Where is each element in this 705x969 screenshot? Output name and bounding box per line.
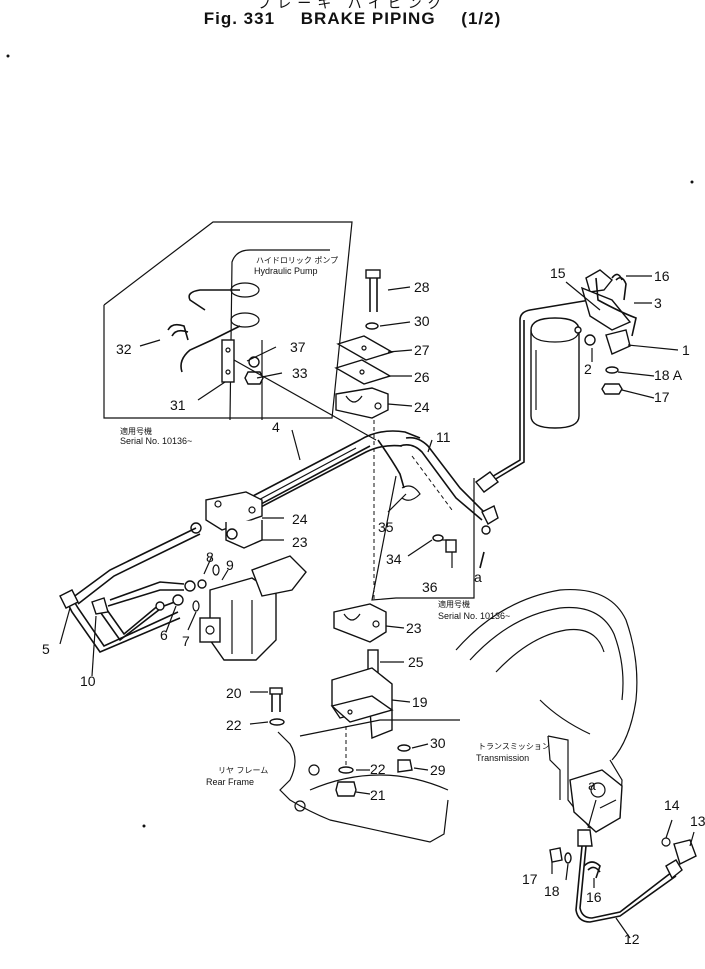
- accumulator-assembly: [489, 269, 679, 481]
- callout-27: 27: [414, 342, 430, 358]
- transmission-label: Transmission: [476, 753, 529, 763]
- figure-sheet: (1/2): [461, 9, 502, 28]
- callout-16-upper: 16: [654, 268, 670, 284]
- callout-16-lower: 16: [586, 889, 602, 905]
- callout-36: 36: [422, 579, 438, 595]
- callout-6: 6: [160, 627, 168, 643]
- applicable-serial-label-1: Serial No. 10136~: [120, 436, 192, 446]
- figure-name: BRAKE PIPING: [300, 9, 436, 28]
- clamp-stack-upper: [190, 269, 413, 600]
- callout-18-lower: 18: [544, 883, 560, 899]
- callout-3: 3: [654, 295, 662, 311]
- stray-mark: [690, 180, 694, 184]
- callout-numbers: 1 2 3 4 5 6 7 8 9 10 11 12 13 14 15 16 1…: [42, 265, 705, 947]
- callout-23-upper: 23: [292, 534, 308, 550]
- callout-13: 13: [690, 813, 705, 829]
- applicable-serial-label-jp-1: 適用号機: [120, 426, 152, 436]
- callout-21: 21: [370, 787, 386, 803]
- callout-2: 2: [584, 361, 592, 377]
- callout-17-lower: 17: [522, 871, 538, 887]
- hydraulic-pump-label-jp: ハイドロリック ポンプ: [256, 256, 338, 265]
- callout-37: 37: [290, 339, 306, 355]
- figure-title: Fig. 331 BRAKE PIPING (1/2): [0, 9, 705, 29]
- callout-5: 5: [42, 641, 50, 657]
- callout-9: 9: [226, 557, 234, 573]
- callout-14: 14: [664, 797, 680, 813]
- callout-25: 25: [408, 654, 424, 670]
- hydraulic-pump-inset: ハイドロリック ポンプ Hydraulic Pump 適用号機 Serial N…: [103, 221, 377, 446]
- callout-22-right: 22: [370, 761, 386, 777]
- callout-29: 29: [430, 762, 446, 778]
- callout-17-upper: 17: [654, 389, 670, 405]
- callout-30-upper: 30: [414, 313, 430, 329]
- callout-33: 33: [292, 365, 308, 381]
- applicable-serial-label-2: Serial No. 10136~: [438, 611, 510, 621]
- callout-10: 10: [80, 673, 96, 689]
- connector-a-upper-arrow: [479, 551, 485, 569]
- callout-35: 35: [378, 519, 394, 535]
- applicable-serial-label-jp-2: 適用号機: [438, 599, 470, 609]
- callout-4: 4: [272, 419, 280, 435]
- callout-26: 26: [414, 369, 430, 385]
- stray-mark: [142, 824, 146, 828]
- callout-18a: 18 A: [654, 367, 683, 383]
- callout-19: 19: [412, 694, 428, 710]
- rear-frame-label: Rear Frame: [206, 777, 254, 787]
- callout-34: 34: [386, 551, 402, 567]
- hydraulic-pump-label: Hydraulic Pump: [254, 266, 318, 276]
- transmission-brake-pipe: [549, 799, 697, 939]
- transmission-housing: トランスミッション Transmission: [455, 588, 638, 833]
- callout-12: 12: [624, 931, 640, 947]
- connector-a-lower: a: [588, 777, 596, 793]
- brake-pipes: [229, 429, 500, 535]
- callout-30-lower: 30: [430, 735, 446, 751]
- callout-32: 32: [116, 341, 132, 357]
- callout-1: 1: [682, 342, 690, 358]
- callout-24-lower: 24: [292, 511, 308, 527]
- callout-28: 28: [414, 279, 430, 295]
- callout-23-lower: 23: [406, 620, 422, 636]
- callout-11: 11: [436, 429, 451, 445]
- callout-24-upper: 24: [414, 399, 430, 415]
- connector-a-upper: a: [474, 569, 482, 585]
- transmission-label-jp: トランスミッション: [478, 742, 550, 751]
- brake-valve-assembly: [59, 527, 307, 677]
- rear-frame-label-jp: リヤ フレーム: [218, 766, 268, 775]
- callout-15: 15: [550, 265, 566, 281]
- figure-number: Fig. 331: [203, 9, 276, 28]
- stray-mark: [6, 54, 10, 58]
- callout-31: 31: [170, 397, 186, 413]
- callout-8: 8: [206, 549, 214, 565]
- callout-22-left: 22: [226, 717, 242, 733]
- rear-frame-mount: リヤ フレーム Rear Frame 適用号機 Serial No. 10136…: [206, 475, 510, 843]
- callout-7: 7: [182, 633, 190, 649]
- title-japanese: ブレーキ パイピング: [257, 0, 448, 12]
- callout-20: 20: [226, 685, 242, 701]
